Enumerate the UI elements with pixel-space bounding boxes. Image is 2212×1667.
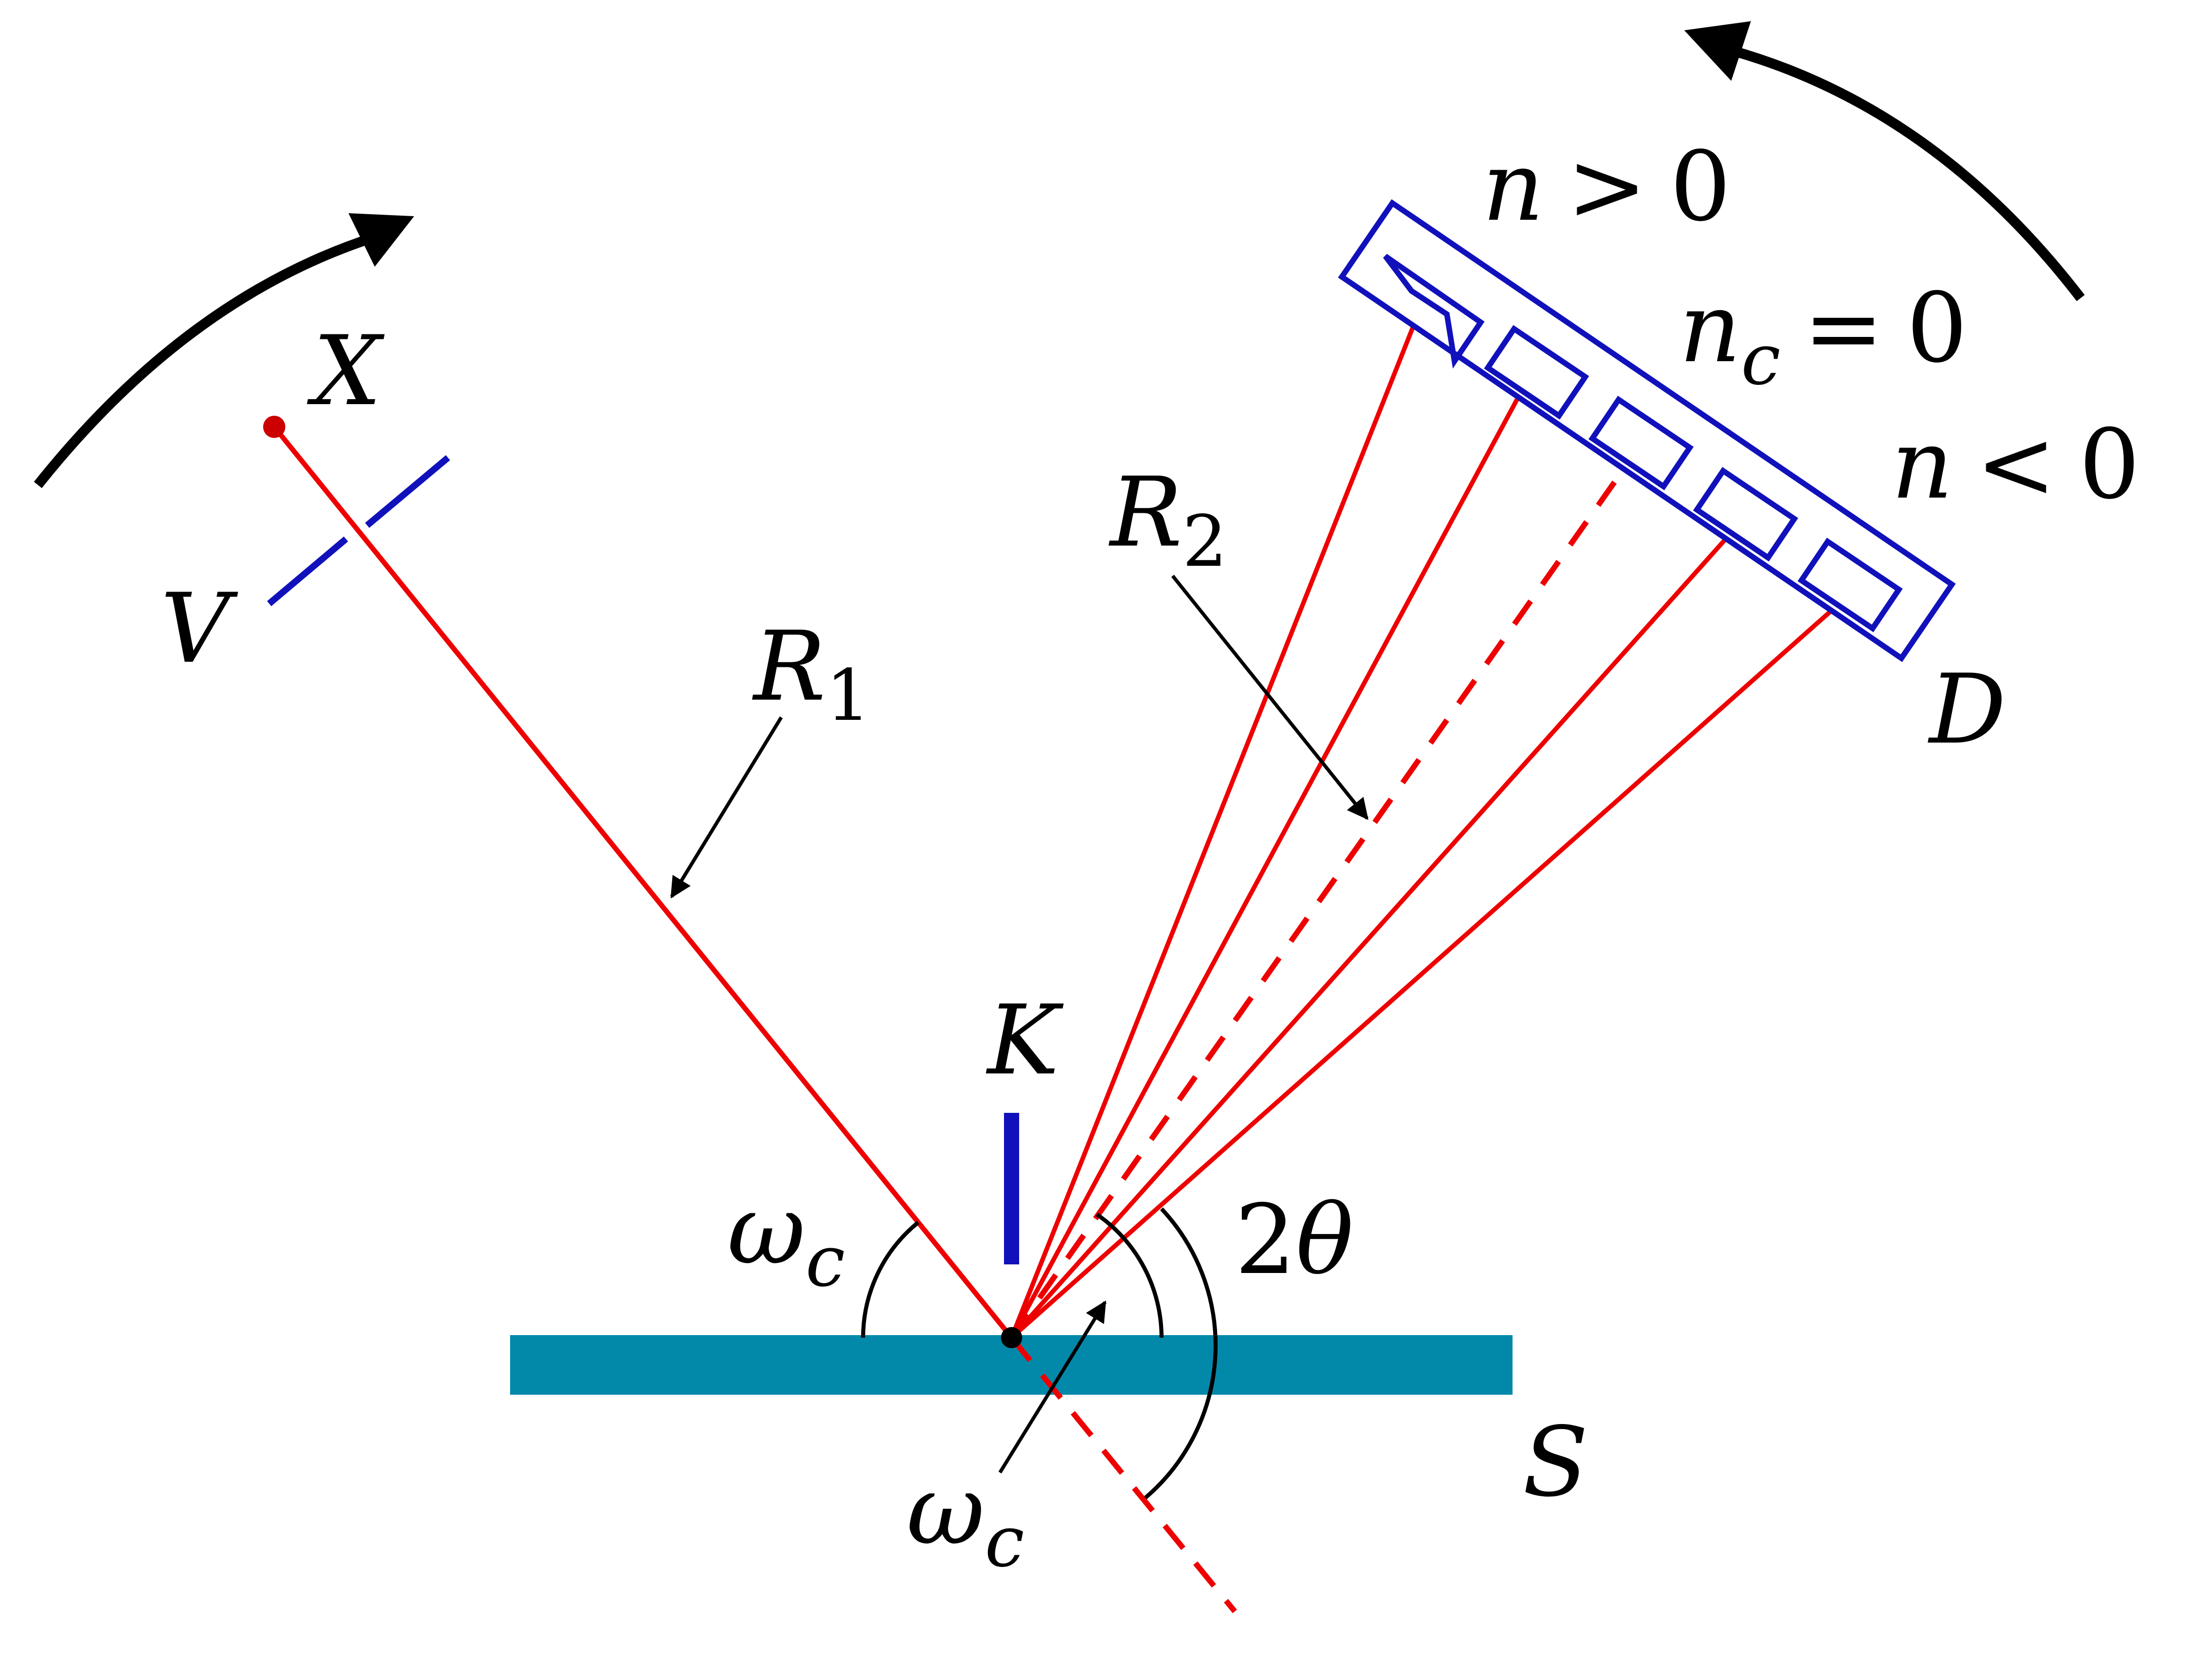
diffracted-beam-center [1009,478,1619,1340]
label-r1: R1 [752,611,871,737]
two-theta-arc [1144,1207,1218,1500]
label-r2: R2 [1109,457,1227,583]
label-slit-v: V [161,573,238,684]
detector-pixel-2 [1484,325,1589,420]
source-point [263,416,285,438]
incident-beam-extension [1009,1336,1237,1613]
omega-diffracted-arc [1095,1212,1164,1338]
label-omega-diffracted: ωc [907,1454,1024,1583]
label-source-x: X [307,315,385,427]
omega-incident-arc [861,1220,920,1338]
left-rotation-arrowhead-icon [348,213,414,267]
diffracted-beam-4 [1010,609,1832,1340]
label-detector-d: D [1928,654,2006,765]
omega-pointer-arrow [998,1300,1107,1474]
label-knife-edge-k: K [986,985,1064,1096]
detector-housing [1338,199,1956,662]
label-two-theta: 2θ [1235,1184,1353,1296]
label-sample-s: S [1523,1406,1588,1518]
label-n-positive: n>0 [1482,131,1731,242]
right-rotation-arrowhead-icon [1684,21,1751,81]
label-n-negative: n<0 [1891,409,2140,520]
diffracted-beam-1 [1009,323,1417,1339]
slit-upper [365,455,450,528]
pivot-point [1001,1327,1022,1348]
detector [1338,199,1956,662]
slit-lower [267,536,348,606]
left-rotation-arrow [34,232,376,488]
diffracted-beam-2 [1010,395,1521,1339]
r1-pointer-arrow [670,716,783,899]
label-omega-incident: ωc [727,1174,845,1303]
label-n-center: nc=0 [1679,272,1968,401]
r2-pointer-arrow [1171,574,1369,820]
detector-pixel-1 [1383,254,1485,369]
detector-pixel-5 [1797,537,1903,632]
incident-beam [272,425,1014,1340]
diffracted-beam-3 [1010,537,1728,1339]
detector-pixel-4 [1693,467,1798,562]
detector-pixel-3 [1588,396,1694,491]
right-rotation-arrow [1716,41,2085,302]
